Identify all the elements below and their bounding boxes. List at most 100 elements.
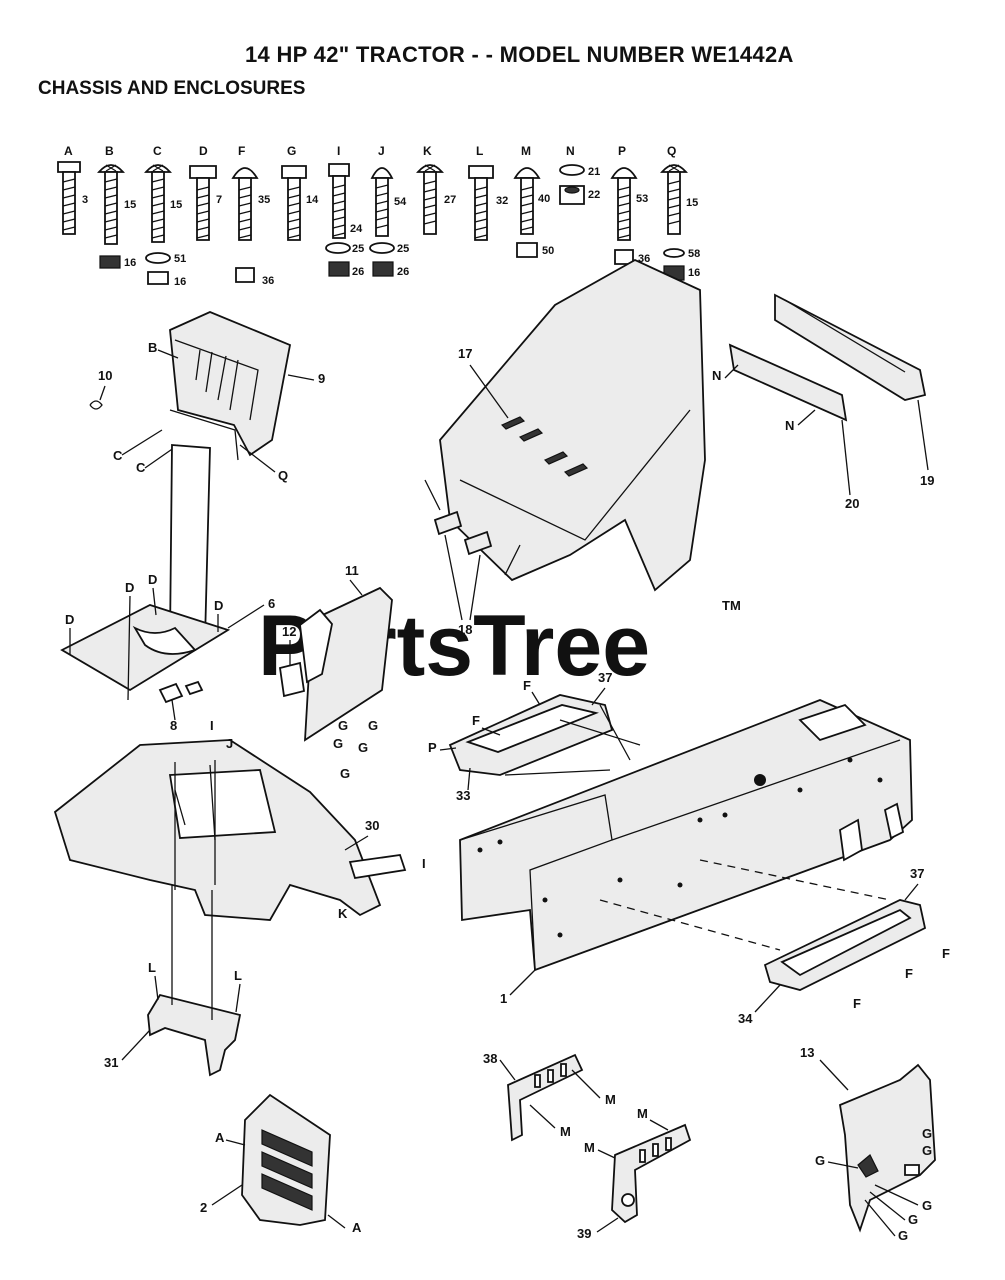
fastener-b[interactable]: B 15 16 [97,144,136,269]
callout-d-3: D [148,572,157,587]
fender-mount-tab [348,854,407,880]
callout-g-10: G [908,1212,918,1227]
label-37-lower: 37 [910,866,924,881]
callout-f-4: F [905,966,913,981]
part-18-lens[interactable]: 18 [433,510,493,637]
fastener-c[interactable]: C 15 51 16 [144,144,186,288]
svg-text:16: 16 [174,276,186,288]
svg-text:34: 34 [738,1011,753,1026]
svg-text:25: 25 [352,243,364,255]
svg-text:35: 35 [258,194,270,206]
section-title: CHASSIS AND ENCLOSURES [38,78,306,99]
svg-text:39: 39 [577,1226,591,1241]
svg-text:15: 15 [170,199,182,211]
part-30-fender[interactable]: 30 [53,739,382,921]
part-34-right-footrest[interactable]: 34 [738,899,927,1026]
svg-text:3: 3 [82,194,88,206]
callout-g-1: G [338,718,348,733]
callout-m-1: M [605,1092,616,1107]
part-2-rear-panel[interactable]: 2 [200,1093,331,1226]
callout-g-2: G [368,718,378,733]
callout-g-4: G [358,740,368,755]
part-8-bracket[interactable]: 8 [158,680,204,733]
part-12-plate[interactable]: 12 [278,624,306,698]
callout-f-1: F [523,678,531,693]
callout-a-1: A [215,1130,225,1145]
fastener-q[interactable]: Q 15 58 16 [660,144,700,281]
svg-text:K: K [423,144,432,158]
part-11-side-panel[interactable]: 11 [299,563,393,742]
callout-k: K [338,906,348,921]
callout-b: B [148,340,157,355]
svg-text:54: 54 [394,196,407,208]
fastener-f[interactable]: F 35 36 [231,144,274,287]
callout-l-1: L [148,960,156,975]
callout-c-upper: C [113,448,123,463]
callout-q: Q [278,468,288,483]
part-6-floor-plate[interactable]: 6 [60,596,275,692]
callout-f-3: F [942,946,950,961]
part-1-frame[interactable]: 1 [459,699,913,1006]
steering-column [169,444,211,641]
callout-i-top: I [210,718,214,733]
svg-text:D: D [199,144,208,158]
part-38-bracket[interactable]: 38 [483,1051,584,1142]
svg-text:6: 6 [268,596,275,611]
svg-text:A: A [64,144,73,158]
fastener-i[interactable]: I 24 25 26 [325,144,364,278]
fastener-a[interactable]: A 3 [57,144,88,235]
part-17-hood[interactable]: 17 [424,258,706,592]
svg-text:1: 1 [500,991,507,1006]
fastener-m[interactable]: M 40 50 [513,144,554,258]
svg-text:M: M [521,144,531,158]
svg-text:30: 30 [365,818,379,833]
svg-text:15: 15 [686,197,698,209]
fastener-n[interactable]: N 21 22 [559,144,600,205]
svg-text:N: N [566,144,575,158]
svg-text:50: 50 [542,245,554,257]
label-37-upper: 37 [598,670,612,685]
fastener-p[interactable]: P 53 36 [610,144,650,265]
fastener-l[interactable]: L 32 [468,144,508,241]
svg-text:33: 33 [456,788,470,803]
fastener-g[interactable]: G 14 [281,144,319,241]
fastener-k[interactable]: K 27 [416,144,456,235]
label-10: 10 [98,368,112,383]
fastener-j[interactable]: J 54 25 26 [369,144,409,278]
part-33-left-footrest[interactable]: 33 [448,694,614,803]
svg-text:15: 15 [124,199,136,211]
svg-text:11: 11 [345,563,359,578]
svg-text:20: 20 [845,496,859,511]
part-13-side-panel[interactable]: 13 [800,1045,936,1233]
part-19-grill[interactable]: 19 [774,293,934,488]
svg-text:24: 24 [350,223,363,235]
svg-text:51: 51 [174,253,186,265]
svg-text:19: 19 [920,473,934,488]
part-39-bracket[interactable]: 39 [577,1123,692,1241]
part-31-seat-support[interactable]: 31 [104,993,242,1077]
svg-text:12: 12 [282,624,296,639]
svg-text:25: 25 [397,243,409,255]
callout-g-11: G [898,1228,908,1243]
svg-text:58: 58 [688,248,700,260]
callout-m-3: M [637,1106,648,1121]
part-9-dash-panel[interactable]: 9 [169,311,325,461]
svg-text:I: I [337,144,340,158]
callout-i-right: I [422,856,426,871]
callout-g-8: G [815,1153,825,1168]
callout-g-7: G [922,1143,932,1158]
svg-text:L: L [476,144,483,158]
svg-text:17: 17 [458,346,472,361]
svg-text:40: 40 [538,193,550,205]
part-20-bracket[interactable]: 20 [728,343,859,511]
fastener-d[interactable]: D 7 [189,144,222,241]
svg-text:2: 2 [200,1200,207,1215]
svg-text:F: F [238,144,245,158]
callout-a-2: A [352,1220,362,1235]
svg-text:21: 21 [588,166,600,178]
callout-m-4: M [584,1140,595,1155]
callout-f-5: F [853,996,861,1011]
svg-text:B: B [105,144,114,158]
callout-n-1: N [712,368,721,383]
callout-m-2: M [560,1124,571,1139]
